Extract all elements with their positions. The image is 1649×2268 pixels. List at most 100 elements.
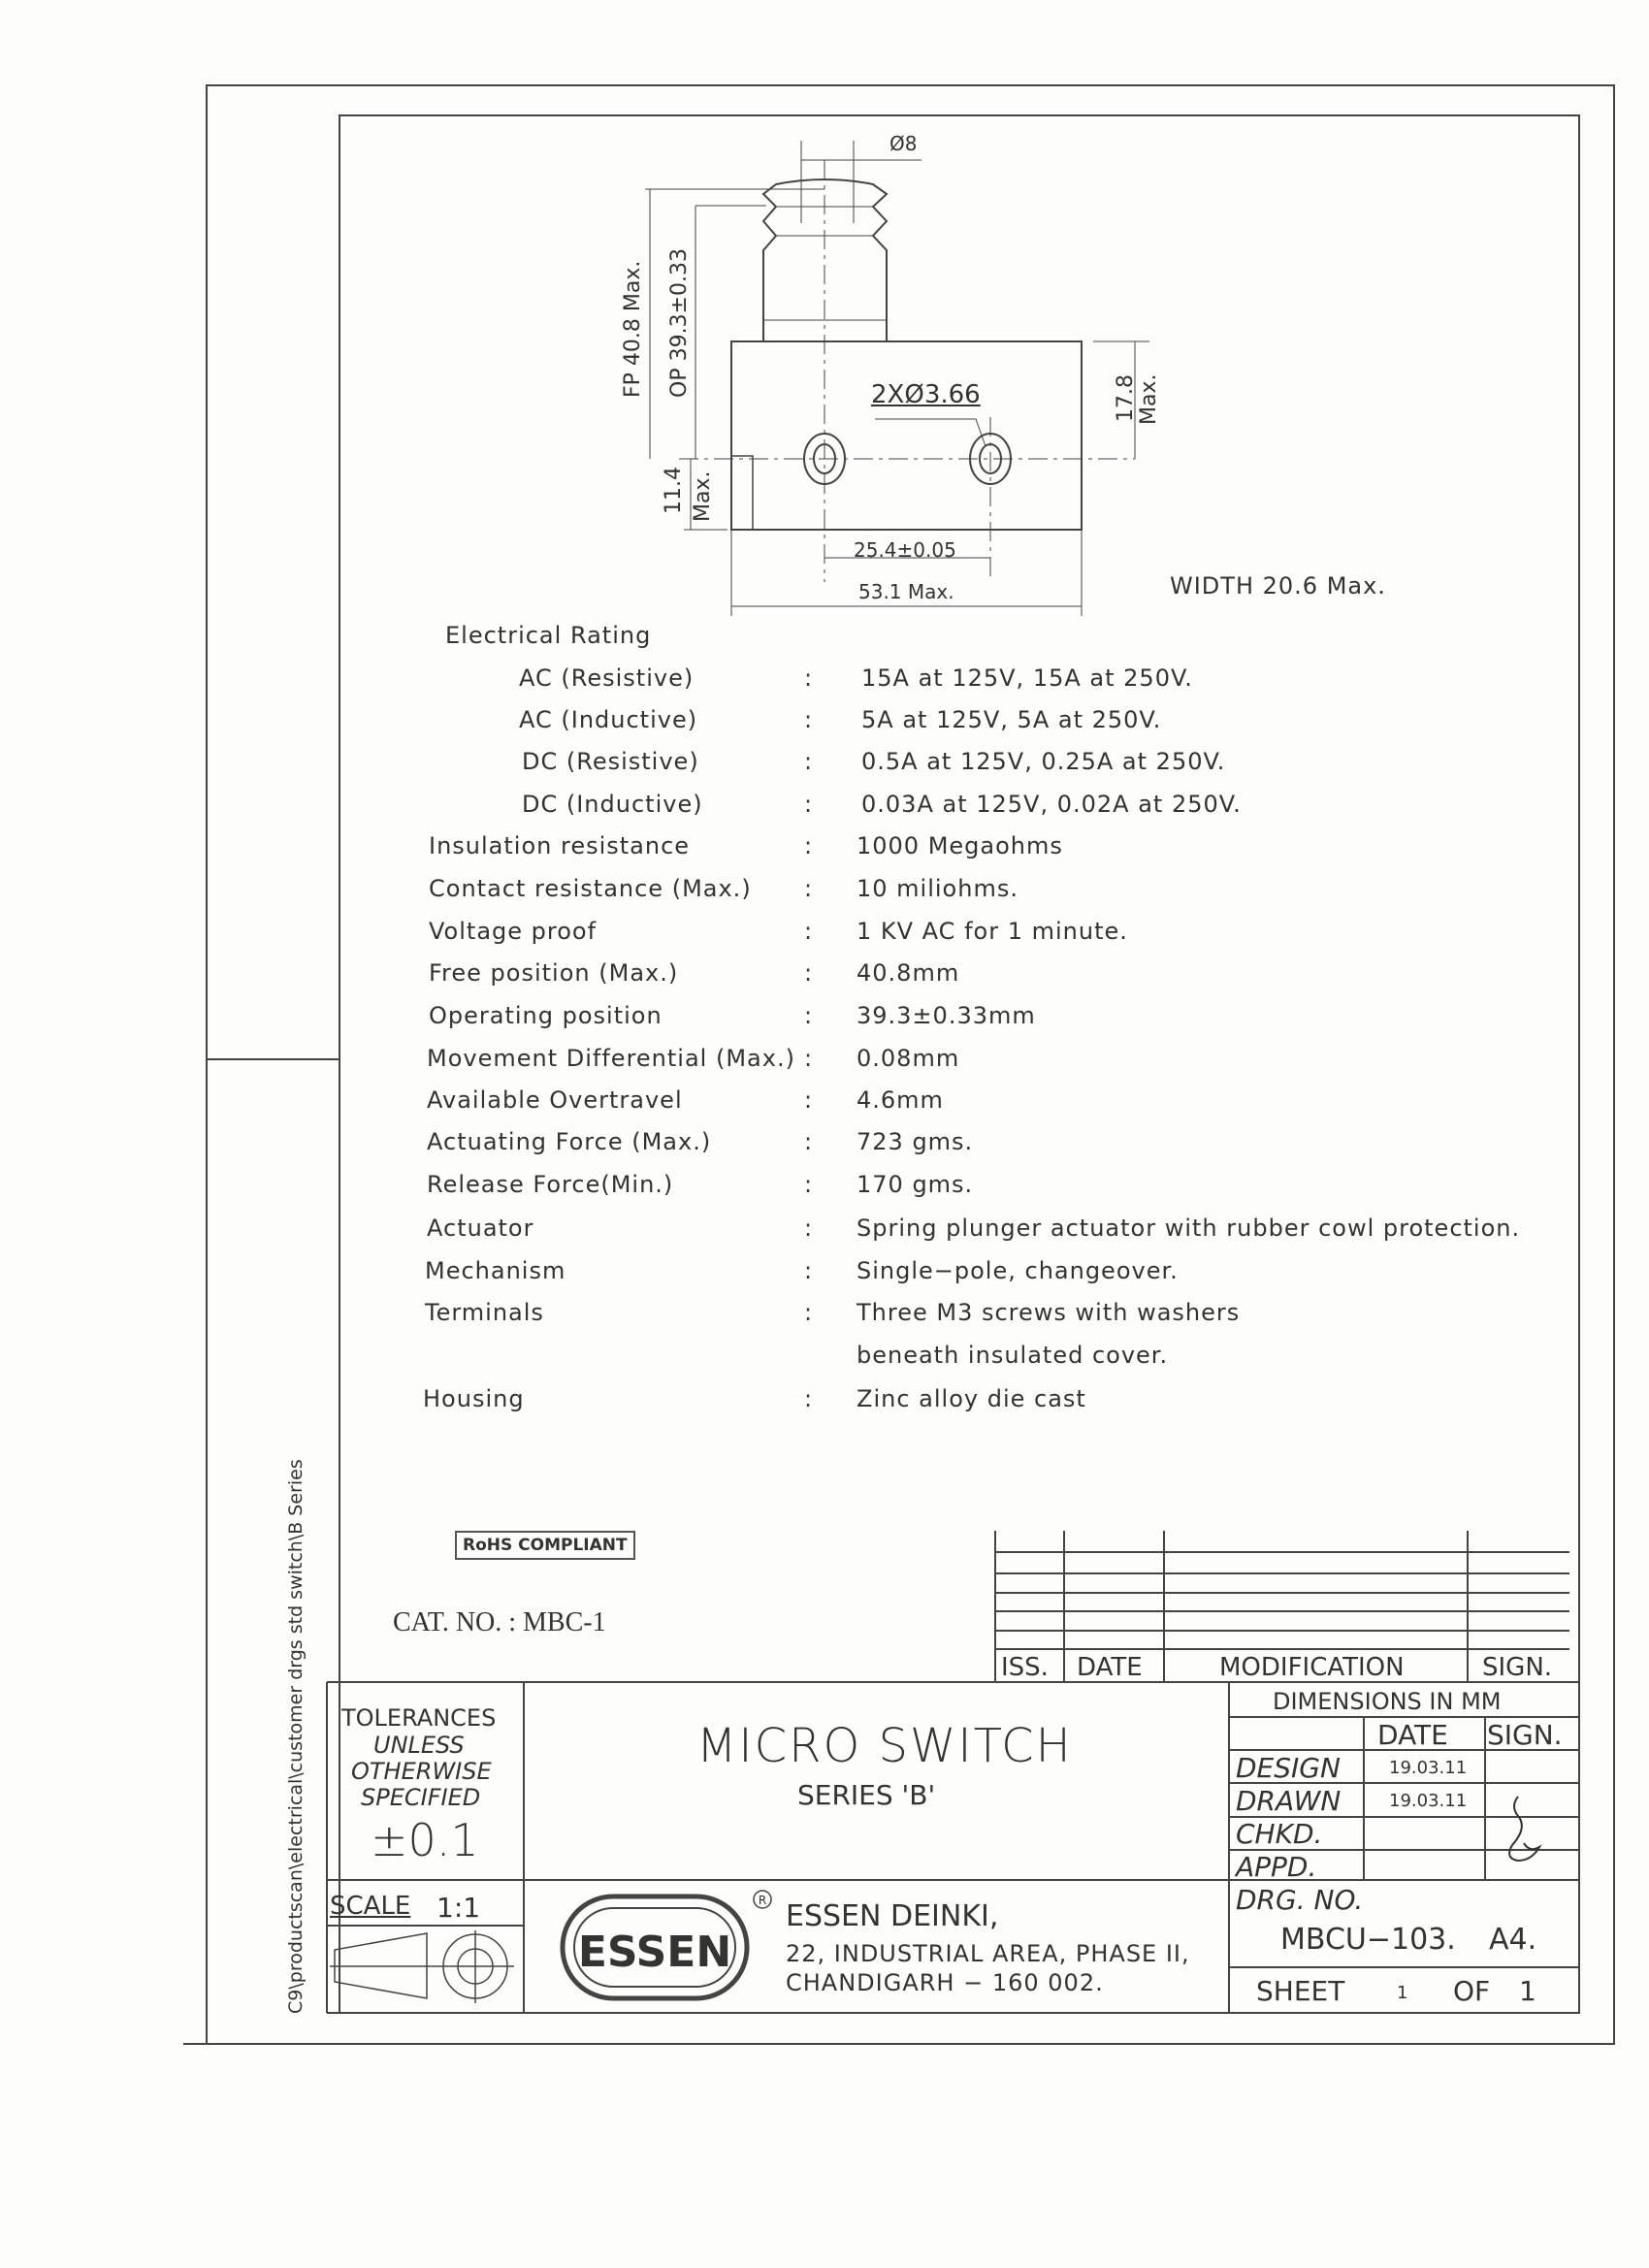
spec-colon: : (804, 875, 814, 902)
spec-colon: : (804, 959, 814, 987)
tolerances-specified: SPECIFIED (361, 1784, 481, 1811)
length-dim: 53.1 Max. (858, 580, 954, 603)
spec-label: Movement Differential (Max.) (427, 1045, 795, 1072)
spec-value: 170 gms. (857, 1171, 974, 1198)
spec-colon: : (804, 1385, 814, 1412)
mod-header-date: DATE (1077, 1653, 1143, 1682)
drawing-title: MICRO SWITCH (696, 1719, 1073, 1773)
spec-label: Mechanism (425, 1257, 566, 1284)
spec-value: 10 miliohms. (857, 875, 1018, 902)
design-date: 19.03.11 (1389, 1758, 1468, 1778)
spec-colon: : (804, 1128, 814, 1155)
spec-colon: : (804, 1086, 814, 1114)
spec-value: 0.5A at 125V, 0.25A at 250V. (861, 748, 1226, 775)
spec-value: beneath insulated cover. (857, 1342, 1169, 1369)
spec-value: 1000 Megaohms (857, 832, 1063, 859)
spec-value: Three M3 screws with washers (857, 1299, 1241, 1326)
spec-value: 0.03A at 125V, 0.02A at 250V. (861, 791, 1242, 818)
sheet-number: 1 (1397, 1983, 1408, 2003)
spec-value: 5A at 125V, 5A at 250V. (861, 706, 1162, 733)
spec-colon: : (804, 1299, 814, 1326)
spec-colon: : (804, 748, 814, 775)
svg-text:ESSEN: ESSEN (578, 1928, 731, 1977)
spec-colon: : (804, 706, 814, 733)
essen-logo: ESSEN R (560, 1890, 772, 2001)
spec-colon: : (804, 1257, 814, 1284)
projection-symbol-icon (330, 1930, 514, 2003)
spec-value: 40.8mm (857, 959, 960, 987)
dimensions-note: DIMENSIONS IN MM (1273, 1688, 1502, 1715)
spec-value: 1 KV AC for 1 minute. (857, 918, 1128, 945)
scale-value: 1:1 (436, 1892, 481, 1924)
hole-pitch-dim: 25.4±0.05 (854, 538, 956, 562)
spec-label: AC (Resistive) (519, 664, 695, 692)
mod-header-modification: MODIFICATION (1219, 1653, 1405, 1682)
drawing-number: MBCU−103. (1280, 1923, 1456, 1957)
spec-colon: : (804, 664, 814, 692)
plunger-diameter-dim: Ø8 (889, 132, 918, 155)
spec-label: Housing (423, 1385, 525, 1412)
drawn-date: 19.03.11 (1389, 1791, 1468, 1811)
spec-colon: : (804, 832, 814, 859)
design-label: DESIGN (1236, 1752, 1341, 1784)
spec-value: 0.08mm (857, 1045, 960, 1072)
company-address-1: 22, INDUSTRIAL AREA, PHASE II, (786, 1940, 1190, 1967)
company-address-2: CHANDIGARH − 160 002. (786, 1969, 1104, 1996)
svg-text:R: R (759, 1894, 766, 1907)
company-name: ESSEN DEINKI, (786, 1899, 999, 1933)
tolerances-otherwise: OTHERWISE (351, 1758, 492, 1785)
spec-label: Insulation resistance (429, 832, 691, 859)
mod-header-sign: SIGN. (1482, 1653, 1553, 1682)
spec-label: AC (Inductive) (519, 706, 698, 733)
tolerances-unless: UNLESS (373, 1732, 465, 1759)
spec-label: Operating position (429, 1002, 663, 1029)
approval-date-header: DATE (1377, 1719, 1448, 1751)
sheet-of: OF (1453, 1975, 1491, 2007)
scale-label: SCALE (330, 1892, 411, 1921)
approval-sign-header: SIGN. (1487, 1719, 1563, 1751)
holes-dim: 2XØ3.66 (871, 380, 981, 409)
approved-label: APPD. (1236, 1851, 1317, 1883)
spec-value: 723 gms. (857, 1128, 974, 1155)
tolerance-value: ±0.1 (371, 1814, 479, 1866)
spec-value: Single−pole, changeover. (857, 1257, 1179, 1284)
spec-label: Terminals (425, 1299, 544, 1326)
outer-border (206, 84, 1615, 2045)
tolerances-label: TOLERANCES (341, 1704, 497, 1732)
spec-label: Release Force(Min.) (427, 1171, 674, 1198)
drawing-subtitle: SERIES 'B' (797, 1779, 936, 1811)
spec-colon: : (804, 1215, 814, 1242)
file-path-note: C9\productscan\electrical\customer drgs … (285, 1459, 307, 2014)
sheet-total: 1 (1519, 1975, 1536, 2007)
spec-colon: : (804, 1171, 814, 1198)
spec-label: Contact resistance (Max.) (429, 875, 752, 902)
width-note: WIDTH 20.6 Max. (1170, 572, 1386, 599)
spec-colon: : (804, 791, 814, 818)
switch-drawing (645, 141, 1149, 616)
sheet-label: SHEET (1256, 1975, 1345, 2007)
spec-colon: : (804, 1045, 814, 1072)
spec-label: DC (Inductive) (522, 791, 703, 818)
spec-label: Actuating Force (Max.) (427, 1128, 712, 1155)
drawn-label: DRAWN (1236, 1785, 1342, 1817)
catalog-number: CAT. NO. : MBC-1 (393, 1607, 606, 1637)
spec-colon: : (804, 1002, 814, 1029)
paper-size: A4. (1489, 1923, 1537, 1957)
mod-header-iss: ISS. (1001, 1653, 1049, 1682)
spec-value: Spring plunger actuator with rubber cowl… (857, 1215, 1521, 1242)
spec-label: Actuator (427, 1215, 534, 1242)
spec-label: DC (Resistive) (522, 748, 699, 775)
spec-value: 39.3±0.33mm (857, 1002, 1036, 1029)
spec-value: 15A at 125V, 15A at 250V. (861, 664, 1193, 692)
spec-label: Free position (Max.) (429, 959, 679, 987)
drawing-number-label: DRG. NO. (1236, 1884, 1364, 1916)
modification-table-grid (994, 1531, 1569, 1682)
checked-label: CHKD. (1236, 1818, 1323, 1850)
spec-label: Voltage proof (429, 918, 598, 945)
spec-value: Zinc alloy die cast (857, 1385, 1086, 1412)
electrical-rating-heading: Electrical Rating (445, 622, 652, 649)
spec-value: 4.6mm (857, 1086, 944, 1114)
